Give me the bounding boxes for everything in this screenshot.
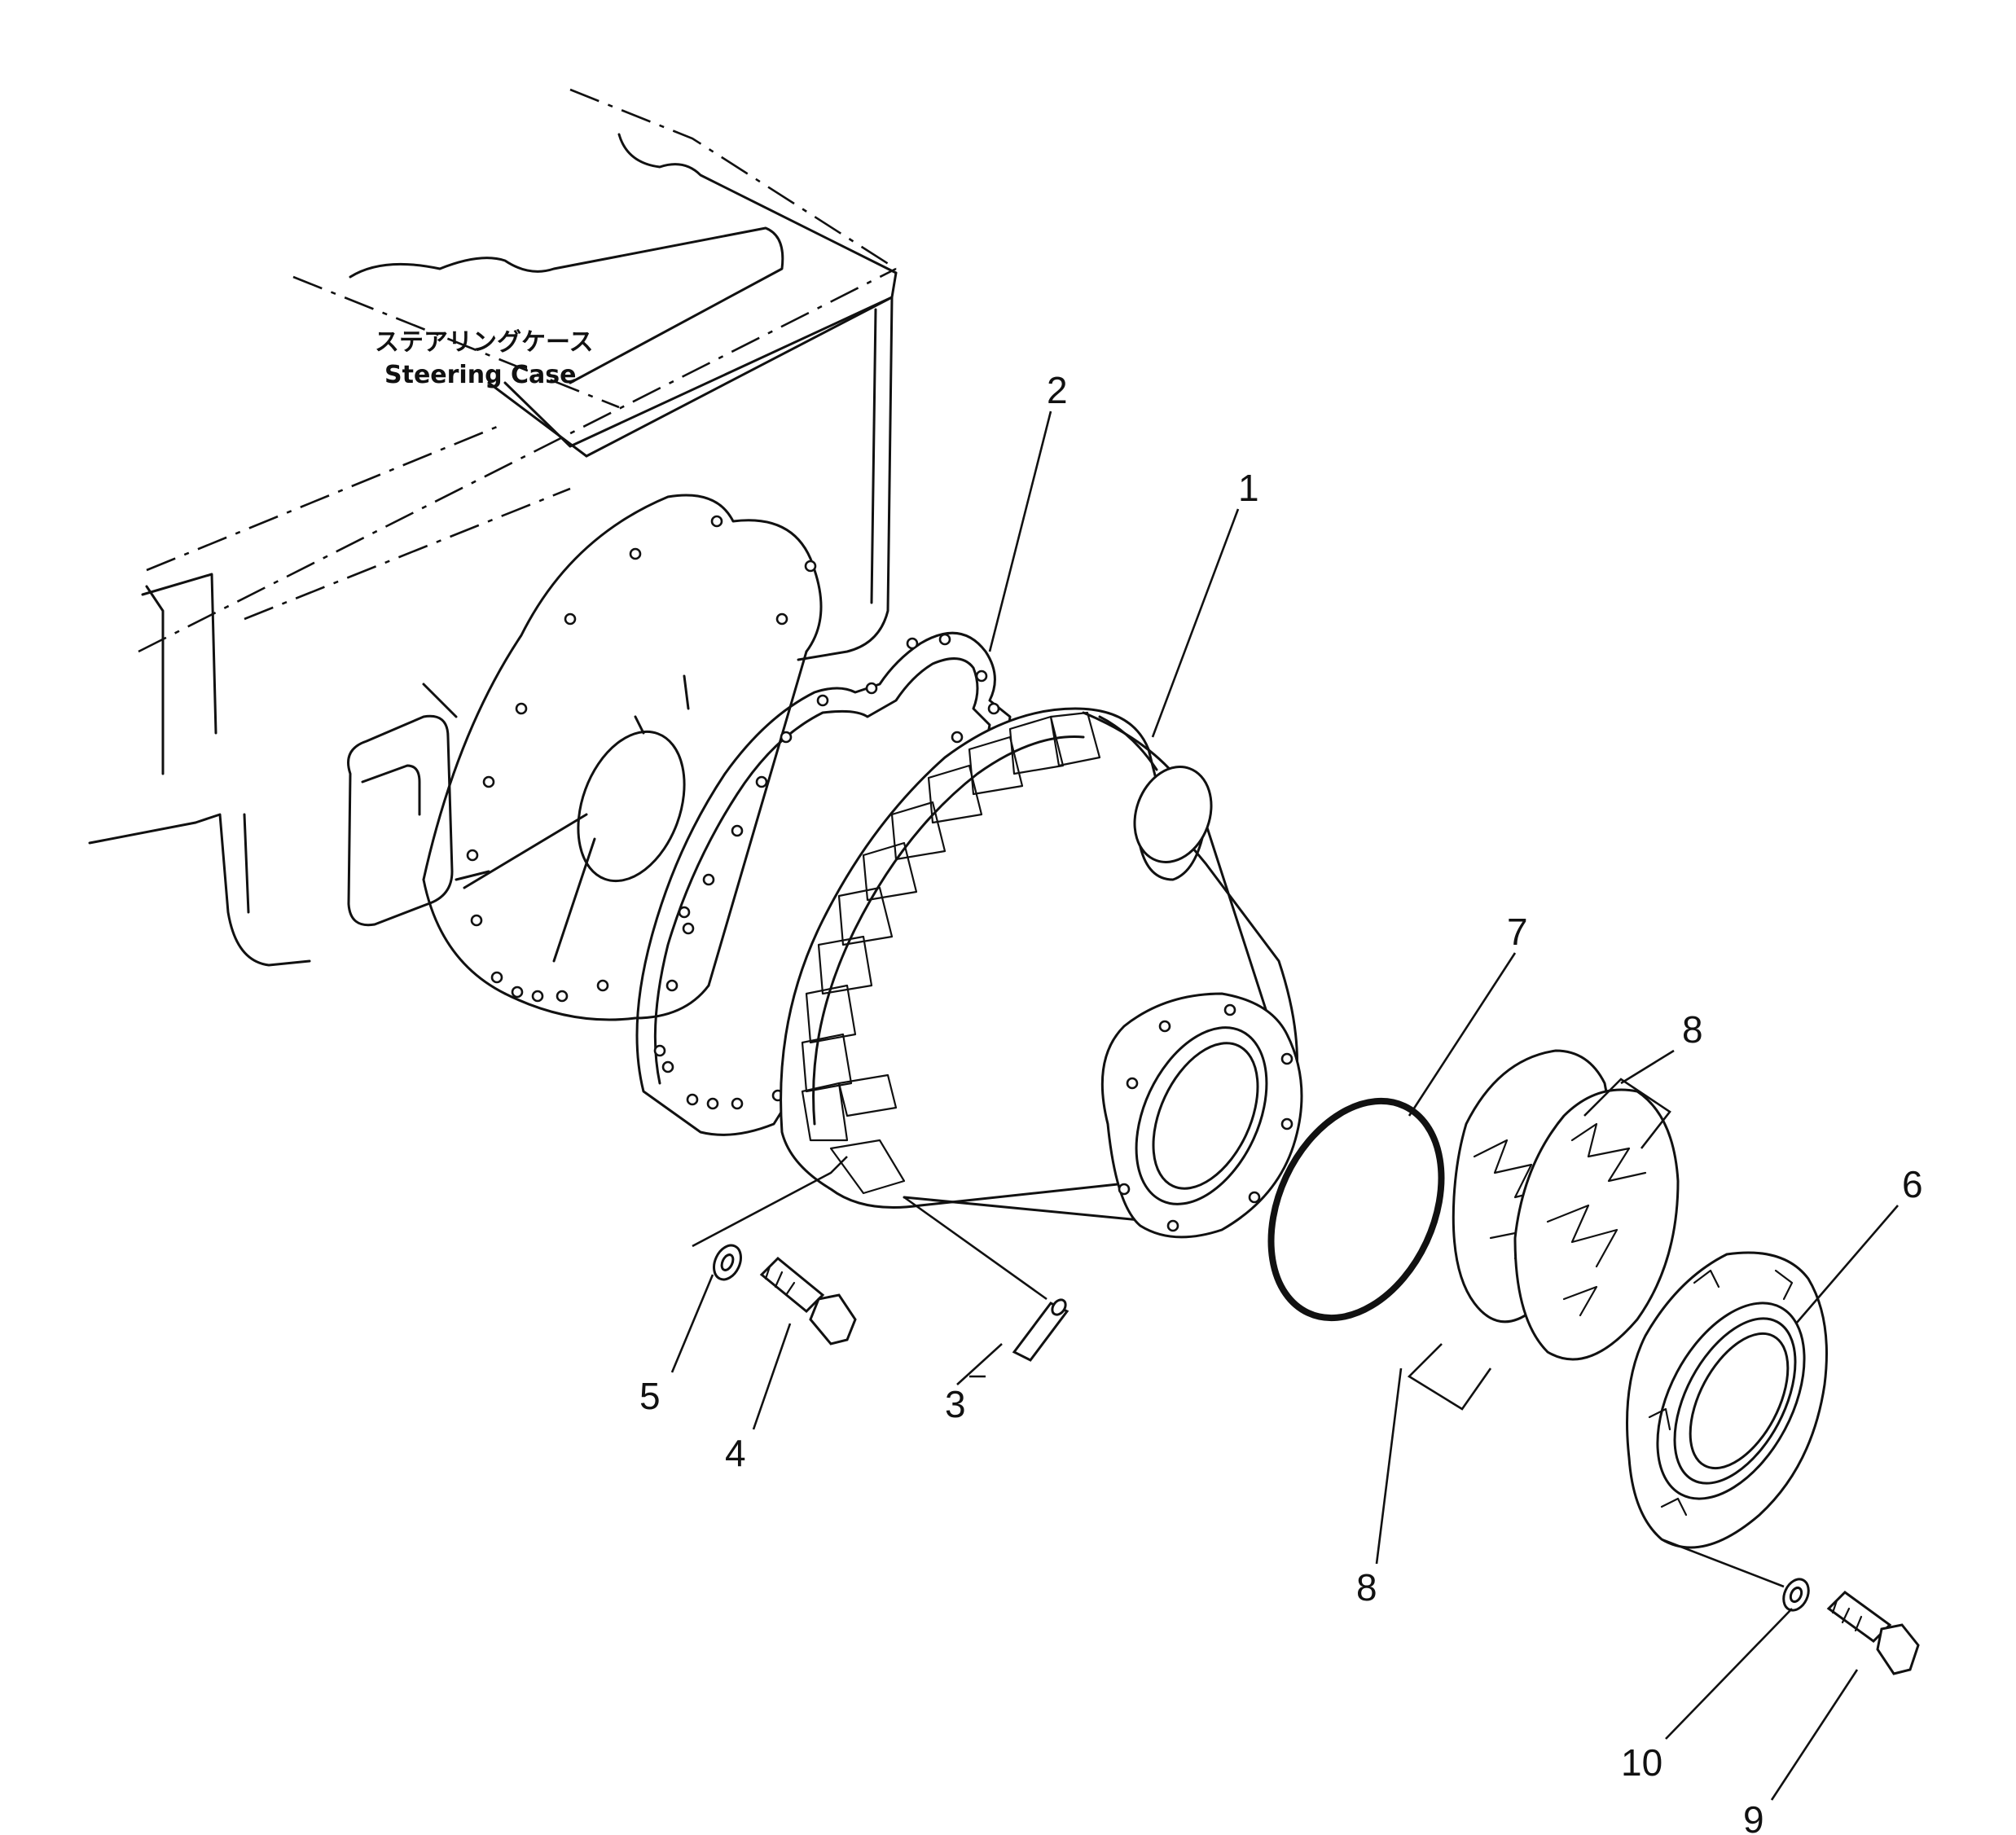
shim-part-8 <box>1407 1049 1680 1411</box>
washer-part-10 <box>1782 1578 1810 1612</box>
housing-part-1 <box>780 707 1303 1239</box>
gasket-holes <box>653 633 1000 1110</box>
case-bolt-holes <box>466 515 817 1003</box>
callout-1: 1 <box>1238 467 1259 509</box>
steering-case-label-jp: ステアリングケース <box>375 328 594 357</box>
bolt-part-4 <box>692 1156 857 1346</box>
callout-3: 3 <box>945 1383 966 1425</box>
callout-10: 10 <box>1621 1741 1662 1784</box>
o-ring-part-7 <box>1267 1097 1445 1322</box>
callout-5: 5 <box>639 1375 661 1417</box>
callout-leaders <box>670 410 1899 1801</box>
callout-7: 7 <box>1507 911 1528 953</box>
bolt-part-9 <box>1661 1538 1920 1675</box>
housing-ribs <box>801 711 1101 1195</box>
housing-end-holes <box>1118 1003 1293 1232</box>
callout-8-bottom: 8 <box>1356 1566 1377 1609</box>
callout-9: 9 <box>1743 1798 1764 1835</box>
callout-6: 6 <box>1902 1163 1923 1205</box>
callout-numbers: 1 2 3 4 5 6 7 8 8 9 10 <box>639 369 1923 1835</box>
pin-part-3 <box>903 1196 1069 1362</box>
callout-4: 4 <box>725 1432 746 1474</box>
washer-part-5 <box>713 1244 742 1281</box>
callout-2: 2 <box>1047 369 1068 411</box>
cage-part-6 <box>1626 1251 1828 1549</box>
callout-8-top: 8 <box>1682 1008 1703 1051</box>
steering-case <box>88 88 898 1021</box>
steering-case-label-en: Steering Case <box>384 361 576 389</box>
